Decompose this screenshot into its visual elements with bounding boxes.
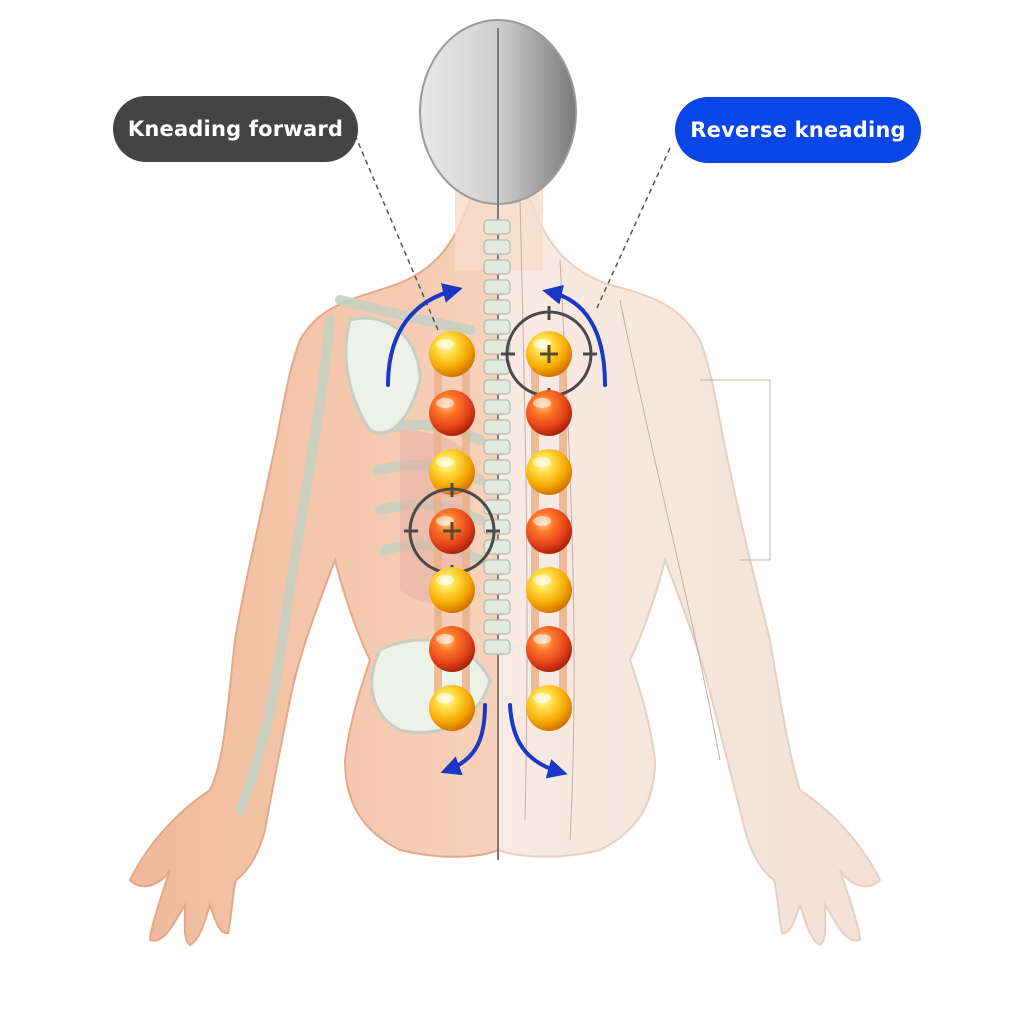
curved-arrow-icon — [440, 703, 487, 776]
rotation-arrows — [386, 283, 607, 779]
massage-ball-red — [526, 626, 572, 672]
massage-ball-red — [429, 390, 475, 436]
spine — [483, 219, 511, 655]
massage-ball-yellow — [429, 449, 475, 495]
reverse-kneading-label: Reverse kneading — [675, 97, 921, 163]
massage-ball-red — [429, 626, 475, 672]
curved-arrow-icon — [508, 703, 568, 779]
massage-ball-yellow — [526, 567, 572, 613]
massage-ball-columns — [404, 306, 597, 731]
massage-ball-yellow — [526, 449, 572, 495]
massage-ball-yellow — [429, 567, 475, 613]
body-right-half — [497, 167, 882, 947]
body-back-illustration — [128, 19, 882, 947]
shoulder-blade-left — [344, 316, 422, 434]
curved-arrow-icon — [542, 284, 607, 387]
massage-ball-yellow — [429, 331, 475, 377]
massage-ball-yellow — [429, 685, 475, 731]
callout-lines — [354, 134, 671, 331]
massage-ball-red — [526, 390, 572, 436]
massage-ball-yellow — [526, 685, 572, 731]
curved-arrow-icon — [386, 283, 463, 387]
crosshair-icon — [501, 306, 597, 402]
kneading-forward-label: Kneading forward — [113, 96, 358, 162]
massage-ball-red — [526, 508, 572, 554]
